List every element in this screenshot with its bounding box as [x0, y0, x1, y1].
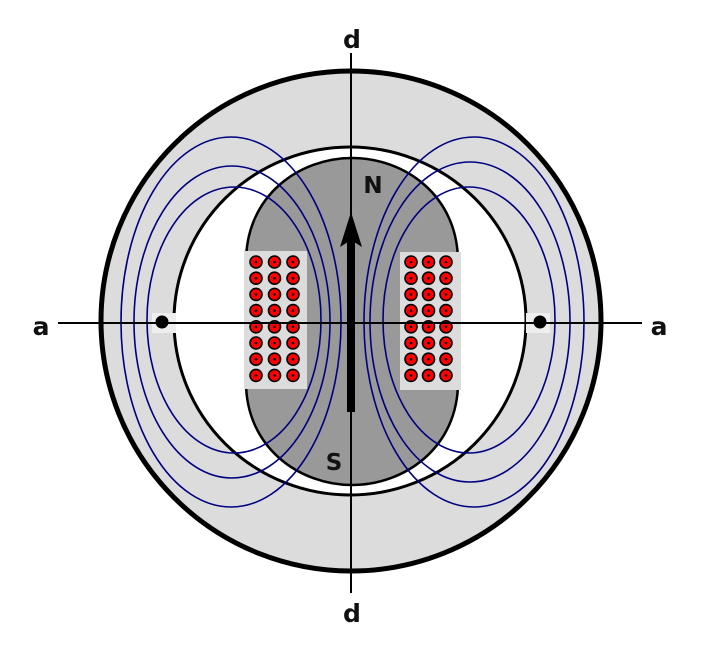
conductor-center-dot — [409, 276, 413, 280]
conductor-center-dot — [444, 309, 448, 312]
conductor-center-dot — [254, 276, 258, 280]
conductor-center-dot — [291, 309, 295, 312]
conductor-center-dot — [409, 374, 413, 377]
conductor-center-dot — [254, 325, 258, 329]
conductor-center-dot — [409, 309, 413, 312]
conductor-center-dot — [254, 293, 258, 296]
conductor-center-dot — [254, 341, 258, 345]
stator-conductor-right-dot — [533, 315, 547, 329]
conductor-center-dot — [273, 276, 276, 280]
conductor-center-dot — [409, 357, 413, 361]
conductor-center-dot — [427, 293, 430, 296]
conductor-center-dot — [427, 325, 430, 329]
conductor-center-dot — [409, 293, 413, 296]
flux-line — [382, 186, 556, 454]
conductor-center-dot — [291, 341, 295, 345]
q-axis-label-right: a — [651, 312, 668, 341]
conductor-center-dot — [444, 374, 448, 377]
conductor-center-dot — [409, 341, 413, 345]
conductor-center-dot — [444, 276, 448, 280]
d-axis-label-bottom: d — [343, 599, 361, 628]
conductor-center-dot — [444, 293, 448, 296]
conductor-center-dot — [427, 374, 430, 377]
conductor-center-dot — [254, 357, 258, 361]
conductor-center-dot — [291, 260, 295, 264]
conductor-center-dot — [409, 260, 413, 264]
north-pole-label: N — [363, 173, 382, 199]
flux-line — [146, 186, 322, 454]
conductor-center-dot — [291, 325, 295, 329]
conductor-center-dot — [273, 293, 276, 296]
conductor-center-dot — [254, 374, 258, 377]
conductor-center-dot — [291, 293, 295, 296]
conductor-center-dot — [444, 341, 448, 345]
conductor-center-dot — [409, 325, 413, 329]
conductor-center-dot — [427, 260, 430, 264]
conductor-center-dot — [291, 374, 295, 377]
stator-conductor-left-dot — [155, 315, 169, 329]
conductor-center-dot — [273, 374, 276, 377]
conductor-center-dot — [444, 357, 448, 361]
conductor-center-dot — [427, 341, 430, 345]
conductor-center-dot — [427, 309, 430, 312]
conductor-center-dot — [444, 260, 448, 264]
q-axis-label-left: a — [33, 312, 50, 341]
conductor-center-dot — [273, 260, 276, 264]
conductor-center-dot — [273, 325, 276, 329]
conductor-center-dot — [291, 276, 295, 280]
conductor-center-dot — [427, 276, 430, 280]
conductor-center-dot — [254, 309, 258, 312]
d-axis-label-top: d — [343, 25, 361, 54]
conductor-center-dot — [273, 309, 276, 312]
conductor-center-dot — [291, 357, 295, 361]
south-pole-label: S — [326, 450, 343, 476]
conductor-center-dot — [273, 341, 276, 345]
conductor-center-dot — [254, 260, 258, 264]
conductor-center-dot — [427, 357, 430, 361]
magnetization-arrow-icon — [340, 212, 362, 412]
field-coil-right-conductors — [404, 255, 453, 383]
conductor-center-dot — [444, 325, 448, 329]
conductor-center-dot — [273, 357, 276, 361]
